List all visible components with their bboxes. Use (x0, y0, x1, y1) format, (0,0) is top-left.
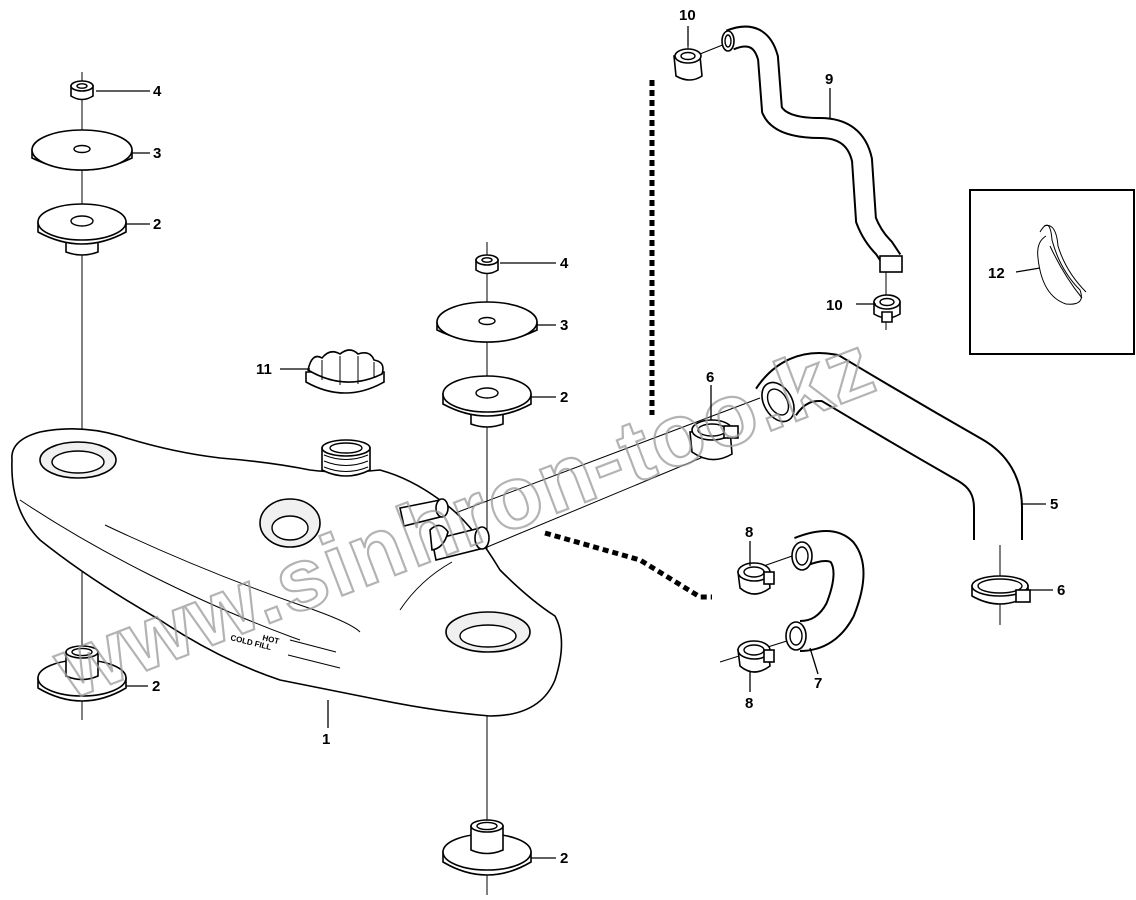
callout-5: 5 (1050, 496, 1058, 513)
upper-clamp (673, 48, 703, 81)
left-washer (31, 129, 133, 171)
callout-10-right: 10 (826, 297, 843, 314)
callout-6-right: 6 (1057, 582, 1065, 599)
hot-marking: HOT (262, 633, 281, 646)
callout-8-bottom: 8 (745, 695, 753, 712)
filler-cap (305, 349, 385, 394)
hose-clamp-8-lower (737, 640, 775, 673)
expansion-tank: HOT COLD FILL (11, 428, 563, 717)
callout-labels: 10 9 4 3 2 12 4 10 11 3 6 2 5 8 6 2 7 1 … (152, 7, 1065, 867)
left-nut (70, 80, 94, 101)
callout-2-bottom: 2 (560, 850, 568, 867)
middle-nut (475, 254, 499, 275)
callout-6-top: 6 (706, 369, 714, 386)
callout-2-left-top: 2 (153, 216, 161, 233)
callout-leaders (96, 26, 1053, 859)
callout-9: 9 (825, 71, 833, 88)
upper-hose (721, 25, 903, 273)
left-upper-bushing (37, 203, 127, 256)
callout-4-left: 4 (153, 83, 162, 100)
callout-3-middle: 3 (560, 317, 568, 334)
right-clamp (873, 294, 901, 323)
callout-8-top: 8 (745, 524, 753, 541)
left-lower-bushing (37, 645, 127, 702)
bent-hose (785, 530, 865, 652)
middle-mount-stack (436, 254, 538, 876)
callout-2-middle-top: 2 (560, 389, 568, 406)
left-mount-stack (31, 80, 133, 702)
callout-4-middle: 4 (560, 255, 569, 272)
hose-clamp-6-upper (689, 419, 739, 461)
cable-tie-detail (969, 189, 1135, 355)
lower-hose (755, 352, 1023, 540)
callout-12: 12 (988, 265, 1005, 282)
callout-2-left-bottom: 2 (152, 678, 160, 695)
callout-3-left: 3 (153, 145, 161, 162)
hose-clamp-6-lower (971, 575, 1031, 605)
callout-7: 7 (814, 675, 822, 692)
callout-11: 11 (256, 361, 272, 378)
middle-washer (436, 301, 538, 343)
callout-10-top: 10 (679, 7, 696, 24)
callout-1: 1 (322, 731, 330, 748)
middle-upper-bushing (442, 375, 532, 428)
hose-clamp-8-upper (737, 562, 775, 595)
bottom-bushing (442, 819, 532, 876)
